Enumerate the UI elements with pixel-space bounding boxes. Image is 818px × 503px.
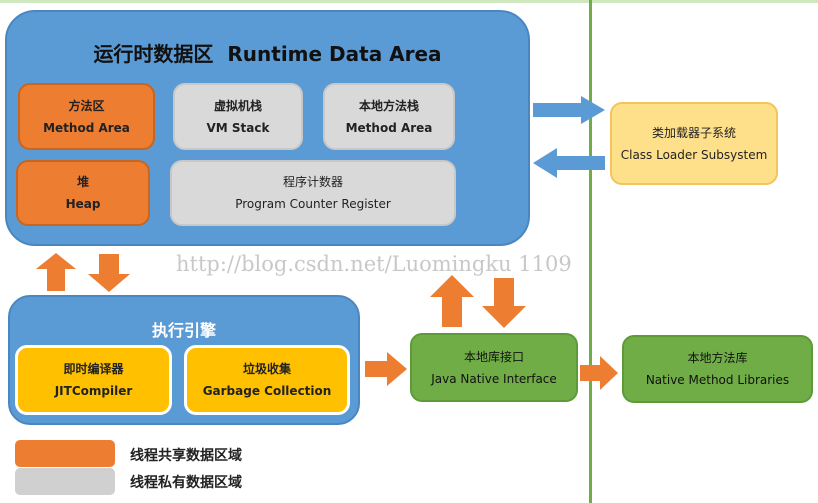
label-en: Program Counter Register xyxy=(235,197,391,211)
native-method-libraries: 本地方法库 Native Method Libraries xyxy=(622,335,813,403)
arrow-right-to-jni-icon xyxy=(365,352,407,386)
legend-private-label: 线程私有数据区域 xyxy=(130,475,242,491)
label-en: Java Native Interface xyxy=(431,371,557,386)
arrow-right-to-nml-icon xyxy=(580,356,618,390)
method-area: 方法区 Method Area xyxy=(18,83,155,150)
watermark: http://blog.csdn.net/Luomingku 1109 xyxy=(176,252,572,276)
legend-shared-swatch xyxy=(15,440,115,467)
label-cn: 类加载器子系统 xyxy=(651,125,736,140)
label-cn: 即时编译器 xyxy=(63,362,124,376)
garbage-collection: 垃圾收集 Garbage Collection xyxy=(184,345,350,415)
legend-shared-label: 线程共享数据区域 xyxy=(130,448,242,464)
label-cn: 本地方法栈 xyxy=(358,98,419,113)
label-en: JITCompiler xyxy=(54,384,133,398)
vertical-divider xyxy=(589,0,592,503)
label-en: VM Stack xyxy=(206,120,270,135)
arrow-right-to-classloader-icon xyxy=(533,96,605,124)
runtime-title: 运行时数据区 Runtime Data Area xyxy=(93,42,442,66)
label-cn: 方法区 xyxy=(68,98,105,113)
label-en: Class Loader Subsystem xyxy=(620,147,768,162)
jit-compiler: 即时编译器 JITCompiler xyxy=(15,345,172,415)
arrow-down-jni-icon xyxy=(482,278,526,328)
label-en: Garbage Collection xyxy=(202,384,332,398)
label-cn: 虚拟机栈 xyxy=(213,98,262,113)
top-border xyxy=(0,0,818,3)
label-cn: 堆 xyxy=(76,175,89,189)
arrow-down-icon xyxy=(88,254,130,292)
arrow-left-from-classloader-icon xyxy=(533,148,605,178)
label-en: Method Area xyxy=(43,120,130,135)
vm-stack: 虚拟机栈 VM Stack xyxy=(173,83,303,150)
label-en: Native Method Libraries xyxy=(645,373,790,387)
label-cn: 程序计数器 xyxy=(282,175,343,189)
execution-engine-title: 执行引擎 xyxy=(151,321,216,340)
arrow-up-jni-icon xyxy=(430,275,474,327)
native-method-stack: 本地方法栈 Method Area xyxy=(323,83,455,150)
label-cn: 本地库接口 xyxy=(463,349,524,364)
label-cn: 本地方法库 xyxy=(687,351,748,365)
arrow-up-icon xyxy=(36,253,76,291)
heap: 堆 Heap xyxy=(16,160,150,226)
label-cn: 垃圾收集 xyxy=(242,362,291,376)
legend-private-swatch xyxy=(15,468,115,495)
label-en: Method Area xyxy=(345,120,433,135)
program-counter-register: 程序计数器 Program Counter Register xyxy=(170,160,456,226)
class-loader-subsystem: 类加载器子系统 Class Loader Subsystem xyxy=(610,102,778,185)
java-native-interface: 本地库接口 Java Native Interface xyxy=(410,333,578,402)
label-en: Heap xyxy=(65,197,101,211)
